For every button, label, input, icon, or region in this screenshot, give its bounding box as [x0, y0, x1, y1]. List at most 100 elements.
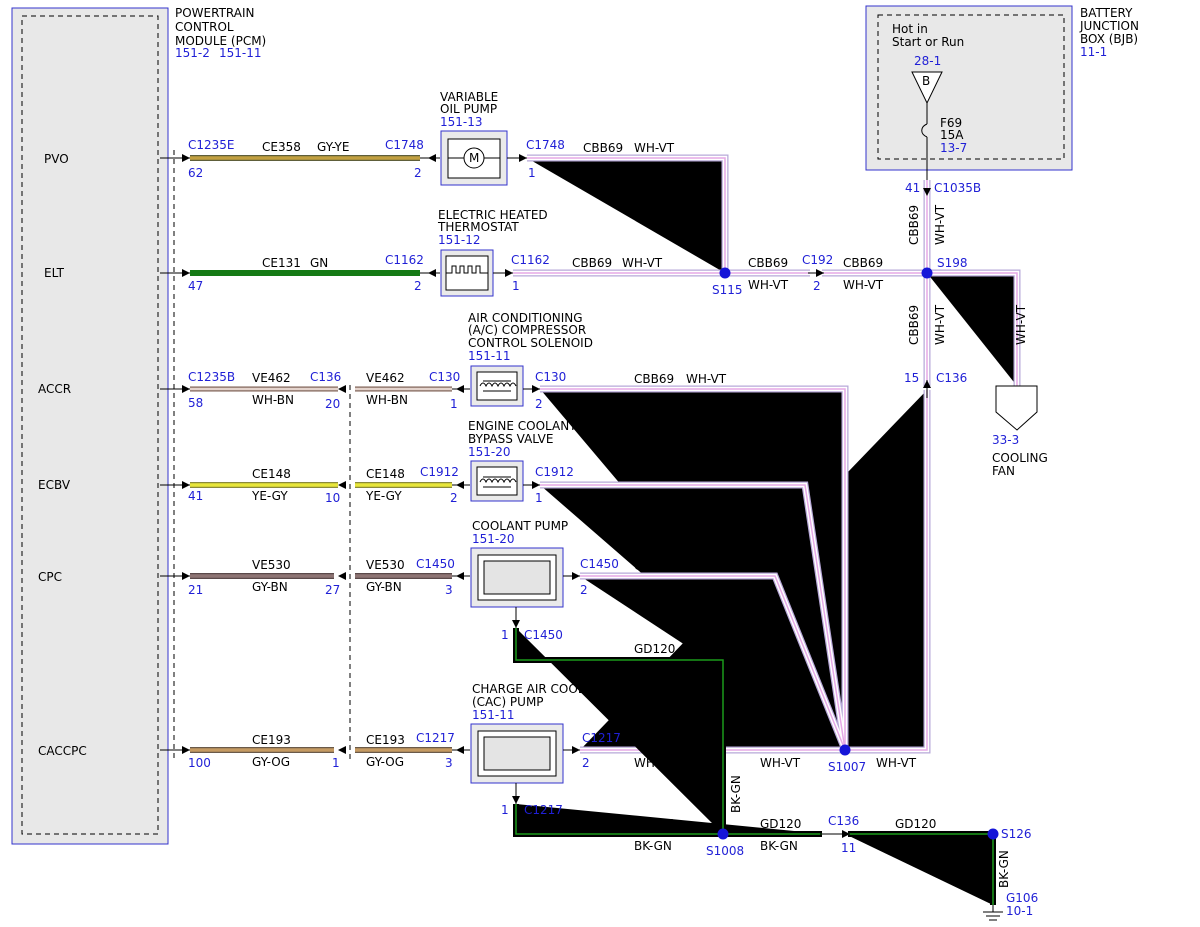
label-ce148-b: CE148 — [366, 467, 405, 481]
bjb-label-2: JUNCTION — [1079, 19, 1139, 33]
pin-58: 58 — [188, 396, 203, 410]
ecb-label-2: BYPASS VALVE — [468, 432, 553, 446]
label-gd120-1: GD120 — [634, 642, 675, 656]
conn-c1748-a: C1748 — [385, 138, 424, 152]
motor-label: M — [469, 151, 479, 165]
vop-ref: 151-13 — [440, 115, 483, 129]
label-cbb69-6: CBB69 — [634, 468, 674, 482]
ac-ref: 151-11 — [468, 349, 511, 363]
label-gd120-v1: GD120 — [703, 772, 717, 813]
pin-elt: ELT — [44, 266, 65, 280]
conn-c1450-a: C1450 — [416, 557, 455, 571]
pin-27: 27 — [325, 583, 340, 597]
pcm-module: POWERTRAIN CONTROL MODULE (PCM) 151-2 15… — [11, 6, 266, 845]
label-bkgn-v1: BK-GN — [729, 775, 743, 813]
conn-c1450-c: C1450 — [524, 628, 563, 642]
pin-1-vop: 1 — [528, 166, 536, 180]
conn-c1035b: C1035B — [934, 181, 981, 195]
label-whvt-4: WH-VT — [843, 278, 884, 292]
vop-label-2: OIL PUMP — [440, 102, 497, 116]
label-whvt-v1: WH-VT — [933, 204, 947, 245]
c1035b-arrow — [923, 188, 931, 196]
label-gd120-4: GD120 — [895, 817, 936, 831]
bjb-hot-1: Hot in — [892, 22, 928, 36]
splice-s1008 — [717, 828, 729, 840]
label-ve462-b: VE462 — [366, 371, 405, 385]
label-gy-og-a: GY-OG — [252, 755, 290, 769]
pin-3-cac: 3 — [445, 756, 453, 770]
bjb-inner-border — [877, 14, 1065, 160]
pin-caccpc: CACCPC — [38, 744, 87, 758]
bus-label: B — [922, 74, 930, 88]
label-gy-ye: GY-YE — [317, 140, 349, 154]
solenoid-coil-icon — [479, 380, 517, 392]
pcm-label-2: CONTROL — [175, 20, 234, 34]
label-bkgn-2: BK-GN — [634, 839, 672, 853]
conn-c130-b: C130 — [535, 370, 566, 384]
pin-21: 21 — [188, 583, 203, 597]
label-cbb69-v3: CBB69 — [988, 305, 1002, 345]
label-whvt-8: WH-VT — [634, 756, 675, 770]
pin-3-cp: 3 — [445, 583, 453, 597]
label-bkgn-1: BK-GN — [634, 663, 672, 677]
label-whvt-7: WH-VT — [686, 559, 727, 573]
pin-1-eht: 1 — [512, 279, 520, 293]
pcm-arrows — [160, 154, 470, 754]
variable-oil-pump: VARIABLE OIL PUMP 151-13 M — [440, 90, 508, 186]
splice-s115 — [719, 267, 731, 279]
label-ye-gy-b: YE-GY — [365, 489, 402, 503]
label-ce358: CE358 — [262, 140, 301, 154]
ground-ref: 10-1 — [1006, 904, 1033, 918]
pcm-label-3: MODULE (PCM) — [175, 34, 266, 48]
label-ve530-b: VE530 — [366, 558, 405, 572]
fan-label-1: COOLING — [992, 451, 1048, 465]
label-whvt-1: WH-VT — [634, 141, 675, 155]
pcm-inner-border — [21, 15, 159, 835]
label-wh-bn-a: WH-BN — [252, 393, 294, 407]
conn-c1235e: C1235E — [188, 138, 235, 152]
bjb-label-3: BOX (BJB) — [1080, 32, 1138, 46]
bjb-ref: 11-1 — [1080, 45, 1107, 59]
label-wh-bn-b: WH-BN — [366, 393, 408, 407]
conn-c1912-b: C1912 — [535, 465, 574, 479]
label-whvt-v3: WH-VT — [1014, 304, 1028, 345]
cac-label-1: CHARGE AIR COOLER — [472, 682, 600, 696]
label-cbb69-5: CBB69 — [634, 372, 674, 386]
pin-41: 41 — [188, 489, 203, 503]
splice-labels: S115 S198 S1007 S1008 S126 — [706, 256, 1032, 858]
conn-c192: C192 — [802, 253, 833, 267]
c192-arrow — [816, 269, 824, 277]
label-gy-og-b: GY-OG — [366, 755, 404, 769]
pin-10: 10 — [325, 491, 340, 505]
ground-icon — [983, 905, 1003, 921]
cac-label-2: (CAC) PUMP — [472, 695, 544, 709]
label-s1007: S1007 — [828, 760, 866, 774]
eht-label-2: THERMOSTAT — [437, 220, 519, 234]
label-whvt-2: WH-VT — [622, 256, 663, 270]
pin-1-ce193: 1 — [332, 756, 340, 770]
connector-labels: C1235E 62 C1748 2 C1748 1 47 C1162 2 C11… — [188, 138, 981, 855]
label-ce131: CE131 — [262, 256, 301, 270]
splices — [717, 267, 999, 840]
label-ve462-a: VE462 — [252, 371, 291, 385]
pcm-ref-2: 151-11 — [219, 46, 262, 60]
ground-name: G106 — [1006, 891, 1038, 905]
pin-11: 11 — [841, 841, 856, 855]
label-whvt-3: WH-VT — [748, 278, 789, 292]
fan-ref: 33-3 — [992, 433, 1019, 447]
ac-label-2: (A/C) COMPRESSOR — [468, 323, 586, 337]
label-cbb69-4: CBB69 — [843, 256, 883, 270]
label-ve530-a: VE530 — [252, 558, 291, 572]
label-whvt-10: WH-VT — [876, 756, 917, 770]
pin-pvo: PVO — [44, 152, 69, 166]
pin-2-ac: 2 — [535, 397, 543, 411]
cooling-fan-connector — [995, 385, 1038, 431]
conn-c136-bjb: C136 — [936, 371, 967, 385]
pin-2-c192: 2 — [813, 279, 821, 293]
label-cbb69-v2: CBB69 — [907, 305, 921, 345]
pin-41-bjb: 41 — [905, 181, 920, 195]
label-whvt-5: WH-VT — [686, 372, 727, 386]
pin-1-cp: 1 — [501, 628, 509, 642]
pin-100: 100 — [188, 756, 211, 770]
